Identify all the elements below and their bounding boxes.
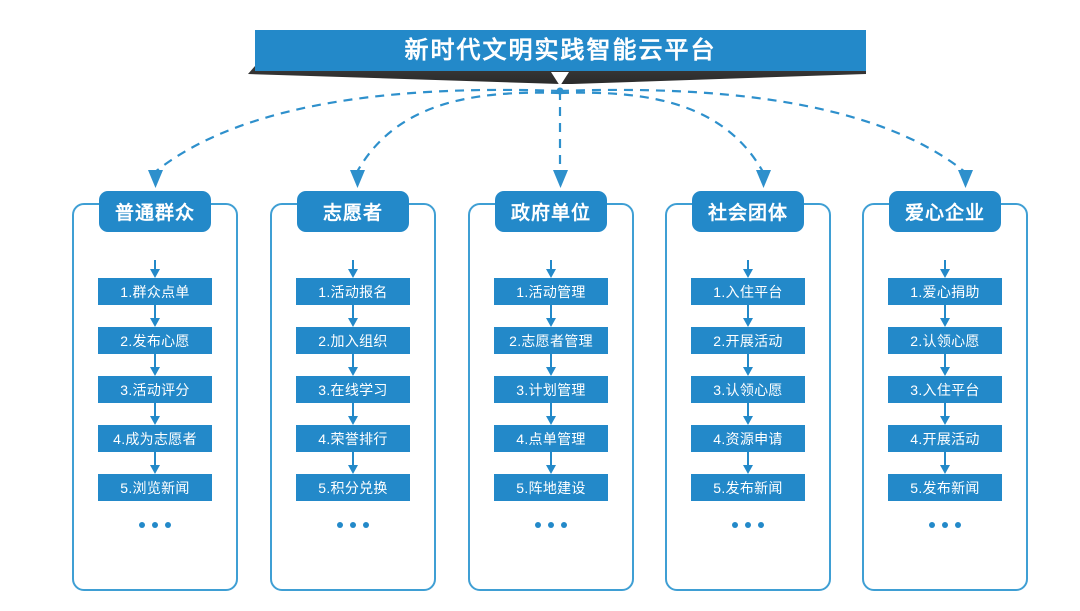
list-item[interactable]: 5.发布新闻 xyxy=(888,474,1002,501)
column-social-group: 社会团体 1.入住平台 2.开展活动 3.认领心愿 4.资源申请 5.发布新闻 xyxy=(665,191,831,591)
arrow-icon xyxy=(149,452,161,474)
list-item[interactable]: 3.在线学习 xyxy=(296,376,410,403)
list-item[interactable]: 4.开展活动 xyxy=(888,425,1002,452)
connector-to-column-5 xyxy=(559,88,966,173)
arrow-icon xyxy=(347,403,359,425)
more-items-ellipsis xyxy=(535,520,567,530)
column-header-1[interactable]: 普通群众 xyxy=(99,191,211,232)
connector-arrowhead-3 xyxy=(553,170,568,188)
arrow-icon xyxy=(149,354,161,376)
connector-arrowhead-1 xyxy=(148,170,163,188)
arrow-icon xyxy=(545,452,557,474)
arrow-icon xyxy=(347,305,359,327)
arrow-icon xyxy=(742,260,754,278)
list-item[interactable]: 1.群众点单 xyxy=(98,278,212,305)
platform-title: 新时代文明实践智能云平台 xyxy=(255,30,866,71)
column-header-4[interactable]: 社会团体 xyxy=(692,191,804,232)
list-item[interactable]: 5.发布新闻 xyxy=(691,474,805,501)
list-item[interactable]: 1.活动报名 xyxy=(296,278,410,305)
list-item[interactable]: 2.认领心愿 xyxy=(888,327,1002,354)
list-item[interactable]: 3.计划管理 xyxy=(494,376,608,403)
arrow-icon xyxy=(939,403,951,425)
arrow-icon xyxy=(742,452,754,474)
column-common-public: 普通群众 1.群众点单 2.发布心愿 3.活动评分 4.成为志愿者 5.浏览新闻 xyxy=(72,191,238,591)
list-item[interactable]: 3.入住平台 xyxy=(888,376,1002,403)
list-item[interactable]: 2.开展活动 xyxy=(691,327,805,354)
list-item[interactable]: 2.加入组织 xyxy=(296,327,410,354)
connector-origin-node xyxy=(556,87,564,95)
column-items-3: 1.活动管理 2.志愿者管理 3.计划管理 4.点单管理 5.阵地建设 xyxy=(470,260,632,530)
column-items-2: 1.活动报名 2.加入组织 3.在线学习 4.荣誉排行 5.积分兑换 xyxy=(272,260,434,530)
fanout-connectors xyxy=(148,87,973,188)
arrow-icon xyxy=(149,305,161,327)
column-items-1: 1.群众点单 2.发布心愿 3.活动评分 4.成为志愿者 5.浏览新闻 xyxy=(74,260,236,530)
arrow-icon xyxy=(545,260,557,278)
list-item[interactable]: 3.活动评分 xyxy=(98,376,212,403)
more-items-ellipsis xyxy=(139,520,171,530)
list-item[interactable]: 1.入住平台 xyxy=(691,278,805,305)
column-volunteer: 志愿者 1.活动报名 2.加入组织 3.在线学习 4.荣誉排行 5.积分兑换 xyxy=(270,191,436,591)
arrow-icon xyxy=(149,403,161,425)
list-item[interactable]: 3.认领心愿 xyxy=(691,376,805,403)
arrow-icon xyxy=(939,354,951,376)
column-charity-enterprise: 爱心企业 1.爱心捐助 2.认领心愿 3.入住平台 4.开展活动 5.发布新闻 xyxy=(862,191,1028,591)
arrow-icon xyxy=(939,305,951,327)
arrow-icon xyxy=(742,354,754,376)
list-item[interactable]: 2.发布心愿 xyxy=(98,327,212,354)
connector-arrowhead-4 xyxy=(756,170,771,188)
arrow-icon xyxy=(545,403,557,425)
arrow-icon xyxy=(545,354,557,376)
list-item[interactable]: 2.志愿者管理 xyxy=(494,327,608,354)
list-item[interactable]: 5.浏览新闻 xyxy=(98,474,212,501)
column-items-4: 1.入住平台 2.开展活动 3.认领心愿 4.资源申请 5.发布新闻 xyxy=(667,260,829,530)
arrow-icon xyxy=(742,305,754,327)
column-items-5: 1.爱心捐助 2.认领心愿 3.入住平台 4.开展活动 5.发布新闻 xyxy=(864,260,1026,530)
list-item[interactable]: 5.阵地建设 xyxy=(494,474,608,501)
arrow-icon xyxy=(939,452,951,474)
more-items-ellipsis xyxy=(929,520,961,530)
column-header-3[interactable]: 政府单位 xyxy=(495,191,607,232)
more-items-ellipsis xyxy=(732,520,764,530)
arrow-icon xyxy=(742,403,754,425)
column-header-2[interactable]: 志愿者 xyxy=(297,191,409,232)
connector-arrowhead-2 xyxy=(350,170,365,188)
column-header-5[interactable]: 爱心企业 xyxy=(889,191,1001,232)
connector-to-column-4 xyxy=(559,91,764,173)
list-item[interactable]: 1.爱心捐助 xyxy=(888,278,1002,305)
connector-to-column-2 xyxy=(356,91,561,173)
connector-to-column-1 xyxy=(154,88,561,173)
list-item[interactable]: 4.点单管理 xyxy=(494,425,608,452)
list-item[interactable]: 4.成为志愿者 xyxy=(98,425,212,452)
arrow-icon xyxy=(347,260,359,278)
platform-banner: 新时代文明实践智能云平台 xyxy=(0,0,1080,95)
more-items-ellipsis xyxy=(337,520,369,530)
list-item[interactable]: 5.积分兑换 xyxy=(296,474,410,501)
arrow-icon xyxy=(347,452,359,474)
list-item[interactable]: 1.活动管理 xyxy=(494,278,608,305)
list-item[interactable]: 4.荣誉排行 xyxy=(296,425,410,452)
arrow-icon xyxy=(149,260,161,278)
column-government-unit: 政府单位 1.活动管理 2.志愿者管理 3.计划管理 4.点单管理 5.阵地建设 xyxy=(468,191,634,591)
arrow-icon xyxy=(347,354,359,376)
arrow-icon xyxy=(545,305,557,327)
arrow-icon xyxy=(939,260,951,278)
list-item[interactable]: 4.资源申请 xyxy=(691,425,805,452)
connector-arrowhead-5 xyxy=(958,170,973,188)
